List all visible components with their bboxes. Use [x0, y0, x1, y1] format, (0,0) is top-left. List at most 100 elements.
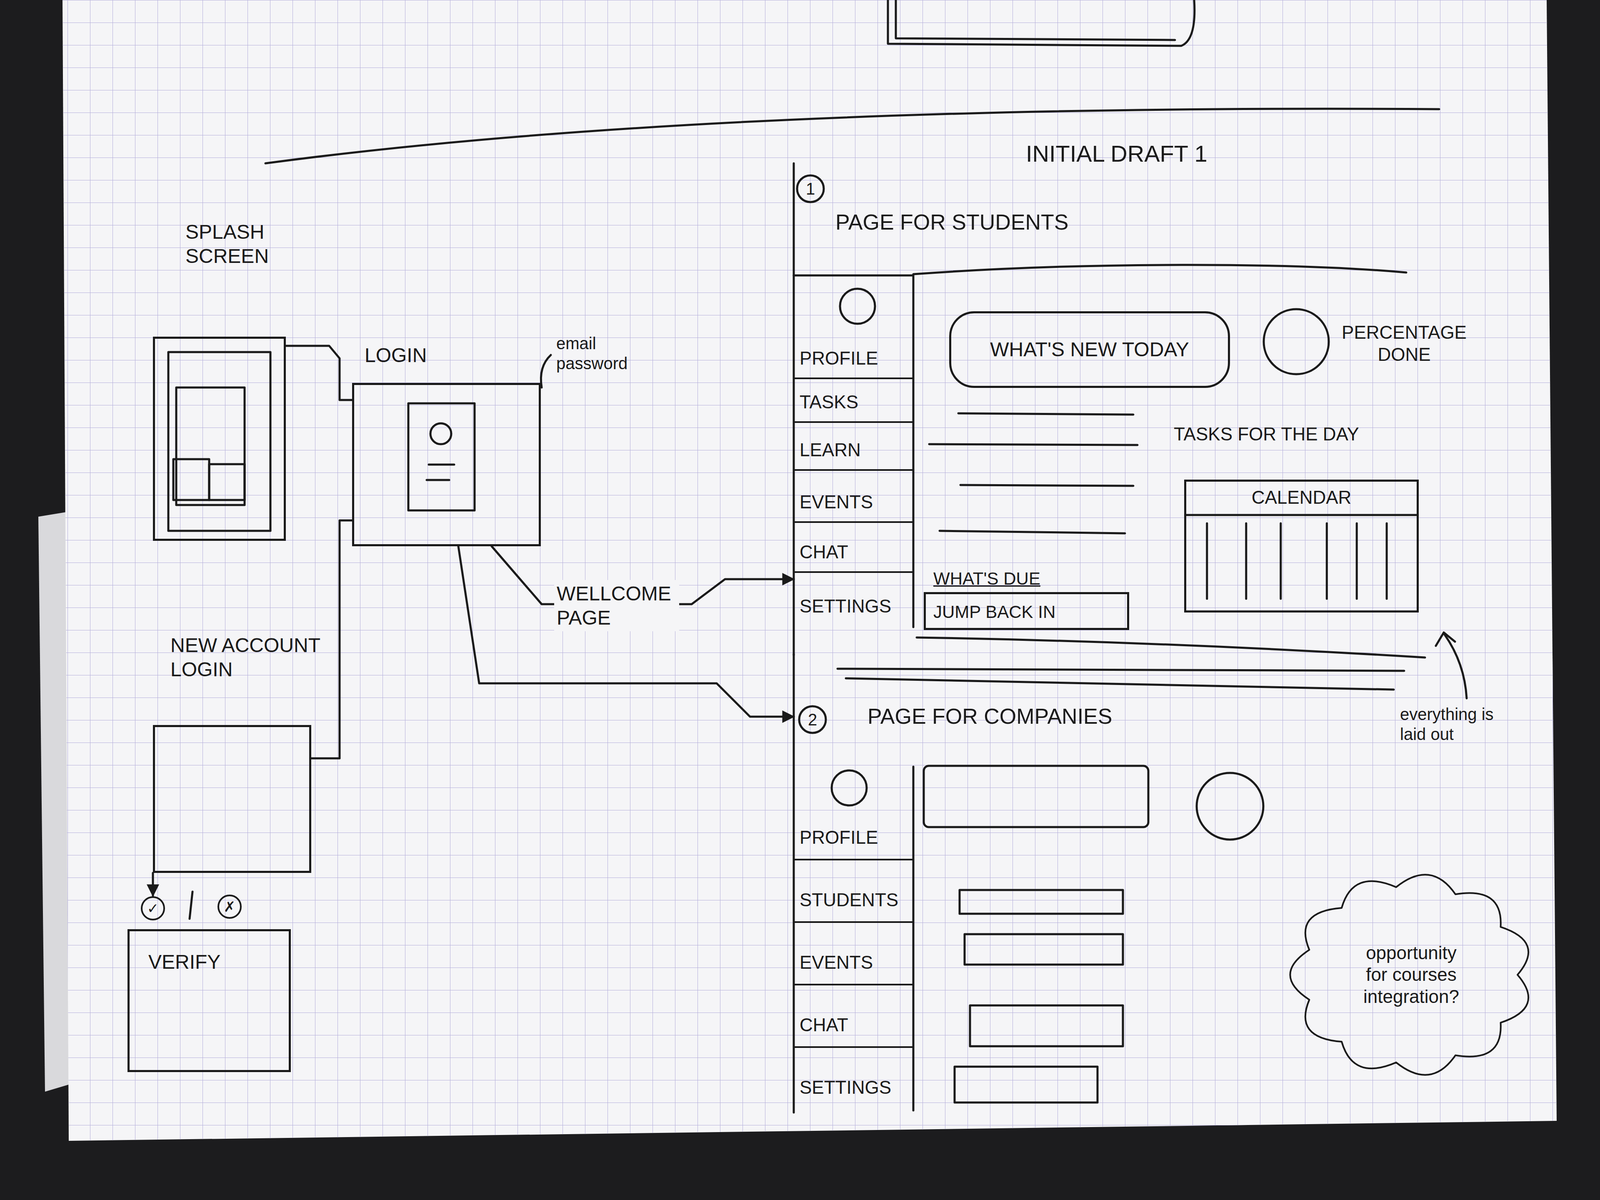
progress-circle	[1263, 309, 1329, 375]
node-heading: LOGIN	[364, 343, 490, 368]
note-cloud-strokes	[1290, 874, 1529, 1075]
divider-line	[837, 668, 1405, 671]
node-text: PROFILE	[799, 347, 909, 370]
circle-outline	[141, 897, 165, 920]
screen-box: LOGIN	[352, 382, 541, 547]
list-placeholder	[954, 1066, 1098, 1103]
page-frame: PAGE FOR COMPANIES PROFILE STUDENTS EVENTS C…	[793, 700, 1278, 1117]
calendar-box-strokes	[1186, 515, 1417, 599]
screen-box: NEW ACCOUNT LOGIN	[152, 725, 312, 873]
choice-separator	[189, 891, 193, 919]
placeholder-line	[958, 413, 1134, 415]
circle-outline	[218, 895, 241, 918]
placeholder-line	[939, 530, 1125, 534]
choice-circle-strokes	[141, 897, 165, 920]
node-text: CALENDAR	[1197, 486, 1406, 509]
choice-circle: ✗	[217, 894, 243, 920]
edge-label: WELLCOME PAGE	[554, 580, 680, 632]
annotation: everything is laid out	[1400, 704, 1513, 745]
avatar-circle	[840, 288, 875, 324]
callout-circle	[797, 175, 824, 203]
flow-connector	[285, 345, 353, 400]
calendar-box: CALENDAR	[1184, 479, 1419, 613]
phone-sketch	[176, 387, 245, 505]
phone-tile	[209, 464, 245, 500]
note-cloud: opportunity for courses integration?	[1286, 867, 1537, 1083]
divider-arc	[265, 108, 1440, 164]
top-partial-box	[887, 0, 1195, 46]
node-text: ✓	[142, 900, 164, 918]
sketch-lines	[168, 0, 1467, 1103]
calendar-column	[1205, 523, 1208, 599]
annotation: TASKS FOR THE DAY	[1173, 423, 1441, 446]
node-text: SETTINGS	[799, 1076, 909, 1099]
nav-item: CHAT	[793, 1004, 914, 1048]
nav-item: CHAT	[793, 531, 914, 573]
header-curve	[913, 265, 1407, 275]
calendar-header-line	[1186, 514, 1417, 517]
top-partial-box	[895, 0, 1175, 40]
sidebar-edge	[912, 766, 915, 1111]
list-placeholder	[964, 934, 1123, 965]
screen-box: SPLASH SCREEN	[152, 336, 286, 541]
node-text: SETTINGS	[799, 595, 909, 618]
phone-sketch	[408, 403, 475, 511]
node-text: opportunity for courses integration?	[1355, 942, 1468, 1008]
flow-connector	[458, 546, 794, 717]
screen-box: VERIFY	[127, 929, 291, 1073]
callout-number: 2	[800, 707, 825, 733]
node-text: PAGE FOR COMPANIES	[867, 703, 1185, 730]
page-edge	[792, 163, 795, 655]
list-placeholder	[970, 1005, 1123, 1047]
underline-curve	[916, 637, 1425, 658]
note-arrowhead	[1435, 632, 1455, 646]
calendar-column	[1385, 523, 1388, 599]
list-placeholder	[959, 890, 1123, 914]
nav-item: PROFILE	[793, 816, 914, 861]
nav-item: STUDENTS	[793, 879, 914, 923]
node-text: EVENTS	[799, 491, 909, 514]
input-line	[426, 479, 450, 482]
node-text: PROFILE	[799, 826, 909, 849]
node-text: VERIFY	[148, 950, 274, 975]
splash-inner-frame	[168, 352, 271, 531]
choice-circle-strokes	[218, 895, 241, 918]
page-edge	[792, 654, 795, 1113]
avatar-circle	[831, 770, 867, 806]
node-text: LEARN	[799, 439, 909, 462]
node-text: CHAT	[799, 541, 909, 564]
note-arrow	[1443, 633, 1467, 699]
node-text: CHAT	[799, 1014, 909, 1037]
calendar-column	[1355, 523, 1358, 599]
node-text: TASKS	[799, 391, 909, 414]
page-frame: PAGE FOR STUDENTS PROFILE TASKS LEARN EVENTS…	[793, 163, 1475, 655]
content-box: WHAT'S NEW TODAY	[949, 311, 1230, 388]
node-text: EVENTS	[799, 951, 909, 974]
content-placeholder	[923, 765, 1149, 828]
page-frame-outline	[793, 163, 1475, 655]
input-line	[428, 463, 455, 466]
calendar-column	[1325, 523, 1328, 599]
avatar-circle	[430, 423, 452, 445]
node-heading: WHAT'S DUE	[933, 568, 1109, 590]
choice-circle: ✓	[140, 895, 166, 921]
annotation: PERCENTAGE DONE	[1333, 321, 1475, 366]
phone-tile	[173, 459, 210, 500]
nav-item: EVENTS	[793, 481, 914, 523]
node-heading: SPLASH SCREEN	[185, 220, 298, 268]
cloud-outline	[1290, 874, 1529, 1075]
leader-line	[540, 355, 551, 388]
placeholder-line	[960, 485, 1134, 486]
nav-item: SETTINGS	[793, 585, 914, 628]
node-text: PAGE FOR STUDENTS	[835, 209, 1153, 235]
callout-number: 1	[797, 176, 823, 202]
node-heading: NEW ACCOUNT LOGIN	[170, 633, 338, 682]
calendar-column	[1245, 523, 1248, 599]
sidebar-edge	[793, 275, 914, 628]
divider-line	[845, 678, 1394, 690]
nav-item: PROFILE	[793, 337, 914, 380]
nav-item: LEARN	[793, 429, 914, 471]
node-text: JUMP BACK IN	[933, 601, 1123, 623]
node-text: ✗	[219, 898, 240, 916]
